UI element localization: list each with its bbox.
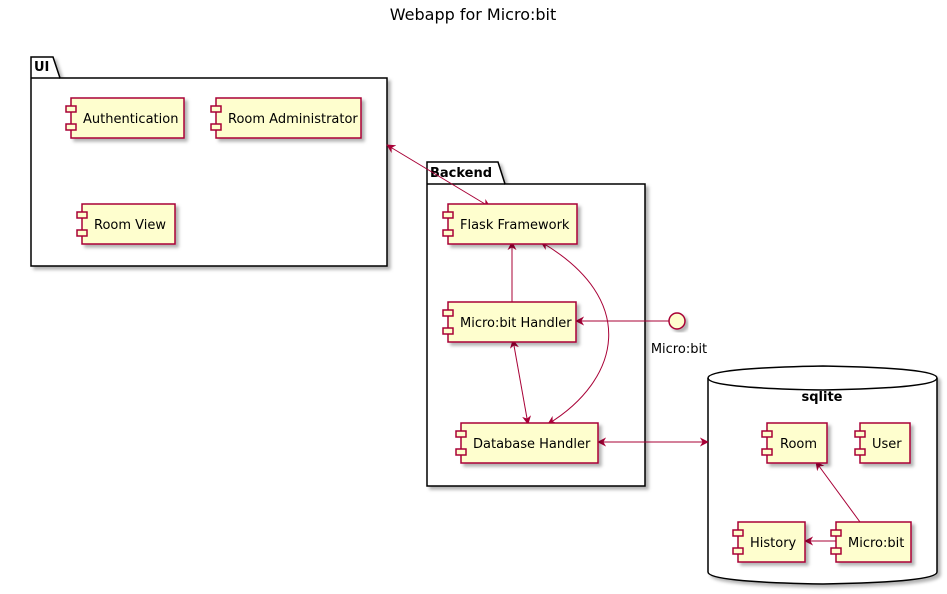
database-sqlite-label: sqlite	[802, 390, 843, 405]
component-user: User	[854, 422, 911, 464]
edge-ui-flask	[386, 144, 491, 208]
edge-microbit-room	[815, 461, 861, 523]
edge-handler-dbhandler	[509, 339, 532, 425]
component-room-administrator-label: Room Administrator	[228, 112, 358, 127]
component-microbit-label: Micro:bit	[848, 536, 904, 551]
edge-flask-dbhandler	[540, 241, 610, 425]
component-flask-framework: Flask Framework	[442, 203, 578, 245]
diagram-title: Webapp for Micro:bit	[390, 5, 557, 24]
component-room-view: Room View	[76, 203, 176, 245]
component-microbit: Micro:bit	[830, 521, 912, 563]
edges	[386, 144, 861, 546]
component-history-label: History	[750, 536, 797, 551]
package-ui-label: UI	[34, 60, 49, 75]
interface-circle	[668, 312, 686, 330]
component-microbit-handler: Micro:bit Handler	[442, 301, 577, 343]
component-room-view-label: Room View	[94, 218, 166, 233]
component-room-label: Room	[780, 437, 817, 452]
component-authentication-label: Authentication	[83, 112, 178, 127]
component-microbit-handler-label: Micro:bit Handler	[460, 316, 572, 331]
component-flask-framework-label: Flask Framework	[460, 218, 570, 233]
component-authentication: Authentication	[65, 97, 185, 139]
interface-microbit-label: Micro:bit	[651, 342, 707, 357]
component-user-label: User	[872, 437, 902, 452]
component-room: Room	[761, 422, 828, 464]
component-room-administrator: Room Administrator	[210, 97, 362, 139]
component-database-handler-label: Database Handler	[473, 437, 591, 452]
component-database-handler: Database Handler	[455, 422, 599, 464]
component-history: History	[732, 521, 806, 563]
interface-microbit: Micro:bit	[651, 312, 707, 357]
package-backend-label: Backend	[430, 166, 492, 181]
